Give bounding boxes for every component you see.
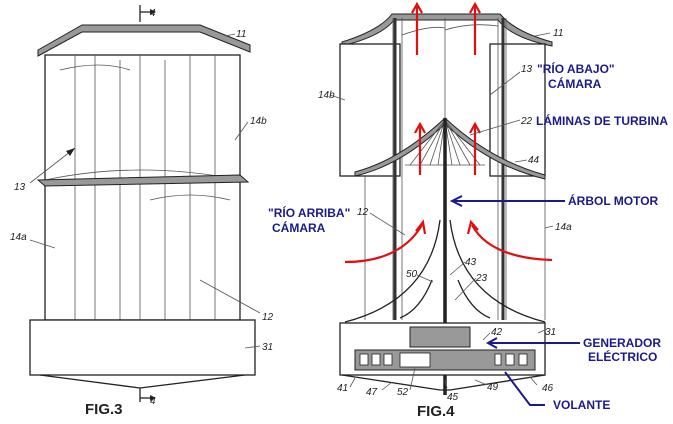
fig4-caption: FIG.4 [417,403,455,420]
fig4-ref-42: 42 [491,327,503,338]
fig3-ref-13: 13 [14,182,26,193]
fig4-ref-46: 46 [542,383,554,394]
fig4-ref-12: 12 [357,207,369,218]
fig3-section-label-bottom: 4 [150,396,156,407]
label-downstream-chamber-2: CÁMARA [548,76,602,91]
fig4-ref-23: 23 [475,273,488,284]
fig4-ref-43: 43 [465,257,477,268]
fig3-base [29,319,256,376]
fig4-ref-41: 41 [337,383,348,394]
fig3-body [44,54,241,321]
fig4-ref-14b: 14b [318,90,335,101]
fig4-right-panel [489,43,546,177]
fig4-left-panel [339,43,401,177]
fig4-ref-31: 31 [545,327,556,338]
label-generator-1: GENERADOR [583,336,661,350]
fig3-roof [37,24,251,57]
label-drive-shaft: ÁRBOL MOTOR [568,193,659,208]
turbine-blades [405,119,485,166]
fig4-drawing [329,1,580,406]
fig3-section-label-top: 4 [150,8,156,19]
section-mark-bottom [139,388,156,402]
fig3-ref-31: 31 [262,342,273,353]
label-upstream-chamber-2: CÁMARA [272,220,326,235]
fig4-ref-45: 45 [447,392,459,403]
fig3-ref-11: 11 [236,29,246,40]
label-turbine-blades: LÁMINAS DE TURBINA [536,113,668,128]
fig4-ref-52: 52 [397,387,409,398]
fig4-roof [341,13,553,47]
generator-housing [409,326,471,348]
fig4-ref-47: 47 [366,387,378,398]
fig4-ref-49: 49 [487,382,499,393]
fig3-ref-14a: 14a [10,232,27,243]
fig4-ref-14a: 14a [555,222,572,233]
fig3-drawing [29,5,261,402]
fig4-ref-13: 13 [521,64,533,75]
label-upstream-chamber-1: "RÍO ARRIBA" [268,205,350,220]
airflow-arrows [344,1,553,264]
label-flywheel: VOLANTE [553,398,610,412]
section-mark-top [139,5,156,22]
label-generator-2: ELÉCTRICO [588,349,657,364]
fig3-ref-14b: 14b [250,116,267,127]
fig4-ref-11: 11 [553,28,563,39]
fig4-ref-44: 44 [528,155,540,166]
fig4-ref-50: 50 [406,269,418,280]
fig3-caption: FIG.3 [85,401,123,418]
fig3-ref-12: 12 [262,312,274,323]
fig4-ref-22: 22 [520,116,533,127]
fig3-middle-band [36,174,250,187]
label-downstream-chamber-1: "RÍO ABAJO" [537,61,615,76]
